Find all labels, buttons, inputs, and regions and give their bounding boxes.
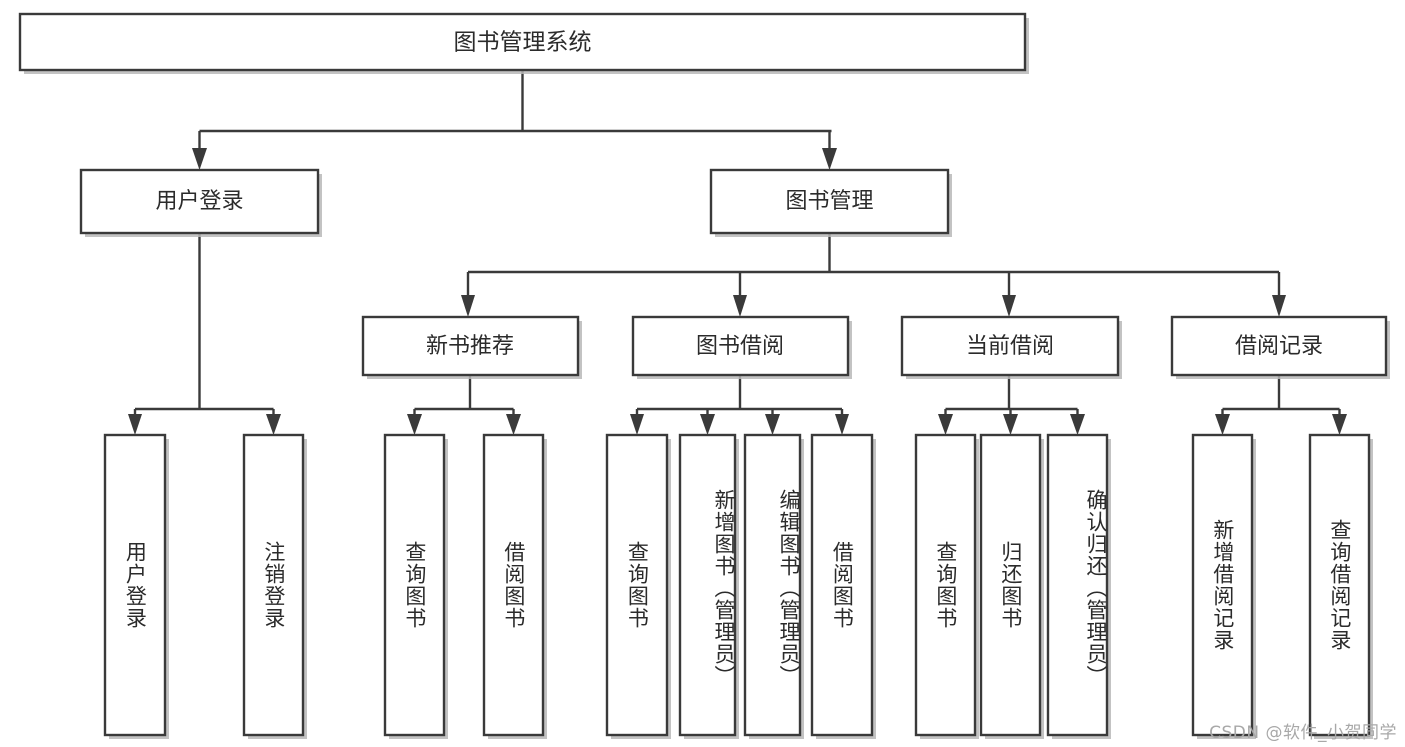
node-borrow-records[interactable]: 借阅记录 bbox=[1170, 315, 1390, 379]
arrowhead-root-to-login bbox=[192, 148, 207, 170]
node-new-book-recommend-label: 新书推荐 bbox=[426, 334, 514, 359]
connector-group-bookmgmt bbox=[461, 233, 1286, 317]
node-book-management[interactable]: 图书管理 bbox=[709, 168, 952, 237]
leaf-4-box[interactable] bbox=[605, 433, 669, 737]
node-book-borrow-box[interactable] bbox=[631, 315, 850, 377]
arrowhead-borrow-leaf4 bbox=[835, 414, 849, 435]
node-book-borrow-label: 图书借阅 bbox=[696, 334, 784, 359]
node-borrow-records-box[interactable] bbox=[1170, 315, 1388, 377]
node-book-borrow[interactable]: 图书借阅 bbox=[631, 315, 852, 379]
leaf-9-box[interactable] bbox=[979, 433, 1042, 737]
arrowhead-borrow-leaf2 bbox=[700, 414, 715, 435]
node-new-book-recommend-box[interactable] bbox=[361, 315, 580, 377]
arrowhead-login-leaf1 bbox=[128, 414, 142, 435]
connector-group-borrow bbox=[630, 375, 849, 435]
arrowhead-current-leaf1 bbox=[938, 414, 953, 435]
node-book-management-label: 图书管理 bbox=[785, 189, 873, 214]
arrowhead-current-leaf3 bbox=[1070, 414, 1085, 435]
arrowhead-newbook-leaf1 bbox=[407, 414, 422, 435]
arrowhead-borrow-leaf3 bbox=[765, 414, 780, 435]
arrowhead-to-current bbox=[1002, 295, 1016, 317]
leaf-2-box[interactable] bbox=[383, 433, 446, 737]
node-current-borrow[interactable]: 当前借阅 bbox=[900, 315, 1122, 379]
node-borrow-records-label: 借阅记录 bbox=[1235, 334, 1323, 359]
connector-group-login bbox=[128, 233, 281, 435]
node-user-login[interactable]: 用户登录 bbox=[79, 168, 322, 237]
leaf-5-box[interactable] bbox=[678, 433, 737, 737]
connector-group-newbook bbox=[407, 375, 521, 435]
node-book-management-box[interactable] bbox=[709, 168, 950, 235]
leaf-6-box[interactable] bbox=[743, 433, 802, 737]
arrowhead-borrow-leaf1 bbox=[630, 414, 644, 435]
leaf-0-box[interactable] bbox=[103, 433, 167, 737]
connector-group-current bbox=[938, 375, 1085, 435]
node-current-borrow-box[interactable] bbox=[900, 315, 1120, 377]
leaf-8-box[interactable] bbox=[914, 433, 977, 737]
leaf-12-box[interactable] bbox=[1308, 433, 1371, 737]
arrowhead-root-to-bookmgmt bbox=[822, 148, 837, 170]
node-current-borrow-label: 当前借阅 bbox=[966, 334, 1054, 359]
node-root-label: 图书管理系统 bbox=[454, 30, 592, 56]
node-user-login-box[interactable] bbox=[79, 168, 320, 235]
connector-group-root bbox=[192, 70, 837, 170]
arrowhead-to-records bbox=[1272, 295, 1286, 317]
arrowhead-records-leaf1 bbox=[1215, 414, 1230, 435]
watermark-text: CSDN @软件_小贺同学 bbox=[1209, 723, 1397, 743]
leaf-11-box[interactable] bbox=[1191, 433, 1254, 737]
arrowhead-login-leaf2 bbox=[266, 414, 281, 435]
node-root-box[interactable] bbox=[18, 12, 1027, 72]
leaf-7-box[interactable] bbox=[810, 433, 874, 737]
node-new-book-recommend[interactable]: 新书推荐 bbox=[361, 315, 582, 379]
leaf-boxes bbox=[103, 433, 1373, 739]
arrowhead-newbook-leaf2 bbox=[506, 414, 521, 435]
leaf-1-box[interactable] bbox=[242, 433, 305, 737]
leaf-10-box[interactable] bbox=[1046, 433, 1109, 737]
node-user-login-label: 用户登录 bbox=[155, 189, 243, 214]
leaf-3-box[interactable] bbox=[482, 433, 545, 737]
arrowhead-current-leaf2 bbox=[1003, 414, 1018, 435]
arrowhead-to-newbook bbox=[461, 295, 475, 317]
arrowhead-to-borrow bbox=[733, 295, 747, 317]
node-root[interactable]: 图书管理系统 bbox=[18, 12, 1029, 74]
connector-group-records bbox=[1215, 375, 1347, 435]
arrowhead-records-leaf2 bbox=[1332, 414, 1347, 435]
